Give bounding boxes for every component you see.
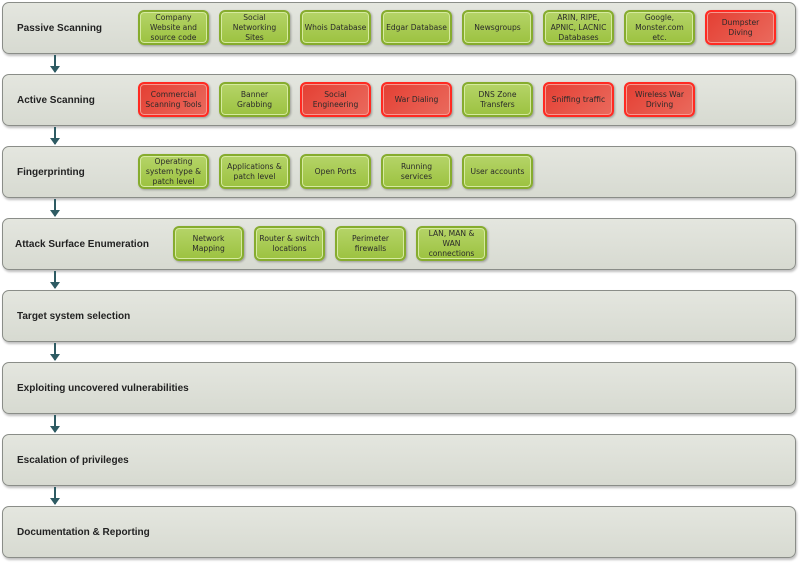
technique-company-website-and-source-code: Company Website and source code — [138, 10, 209, 45]
flow-arrow-icon — [50, 127, 60, 145]
flow-arrow-icon — [50, 199, 60, 217]
technique-social-engineering: Social Engineering — [300, 82, 371, 117]
technique-dns-zone-transfers: DNS Zone Transfers — [462, 82, 533, 117]
phase-escalation-of-privileges: Escalation of privileges — [2, 434, 796, 486]
technique-social-networking-sites: Social Networking Sites — [219, 10, 290, 45]
flow-arrow-icon — [50, 271, 60, 289]
technique-arin-ripe-apnic-lacnic-databases: ARIN, RIPE, APNIC, LACNIC Databases — [543, 10, 614, 45]
phase-attack-surface-enumeration: Attack Surface Enumeration Network Mappin… — [2, 218, 796, 270]
technique-commercial-scanning-tools: Commercial Scanning Tools — [138, 82, 209, 117]
phase-documentation-reporting: Documentation & Reporting — [2, 506, 796, 558]
flow-arrow-icon — [50, 415, 60, 433]
technique-sniffing-traffic: Sniffing traffic — [543, 82, 614, 117]
technique-banner-grabbing: Banner Grabbing — [219, 82, 290, 117]
phase-title: Passive Scanning — [17, 22, 103, 34]
technique-lan-man-wan-connections: LAN, MAN & WAN connections — [416, 226, 487, 261]
technique-router-switch-locations: Router & switch locations — [254, 226, 325, 261]
phase-title: Escalation of privileges — [17, 454, 129, 466]
technique-whois-database: Whois Database — [300, 10, 371, 45]
flow-arrow-icon — [50, 343, 60, 361]
technique-dumpster-diving: Dumpster Diving — [705, 10, 776, 45]
phase-title: Target system selection — [17, 310, 131, 322]
phase-title: Fingerprinting — [17, 166, 85, 178]
phase-title: Attack Surface Enumeration — [15, 238, 149, 250]
phase-title: Exploiting uncovered vulnerabilities — [17, 382, 189, 394]
phase-target-system-selection: Target system selection — [2, 290, 796, 342]
technique-perimeter-firewalls: Perimeter firewalls — [335, 226, 406, 261]
phase-passive-scanning: Passive Scanning Company Website and sour… — [2, 2, 796, 54]
technique-applications-patch-level: Applications & patch level — [219, 154, 290, 189]
technique-running-services: Running services — [381, 154, 452, 189]
flow-arrow-icon — [50, 55, 60, 73]
phase-fingerprinting: Fingerprinting Operating system type & pa… — [2, 146, 796, 198]
phase-exploiting-uncovered-vulnerabilities: Exploiting uncovered vulnerabilities — [2, 362, 796, 414]
phase-title: Active Scanning — [17, 94, 95, 106]
phase-active-scanning: Active Scanning Commercial Scanning Tools… — [2, 74, 796, 126]
technique-user-accounts: User accounts — [462, 154, 533, 189]
technique-operating-system-type-patch-level: Operating system type & patch level — [138, 154, 209, 189]
technique-google-monster-com-etc: Google, Monster.com etc. — [624, 10, 695, 45]
technique-war-dialing: War Dialing — [381, 82, 452, 117]
technique-newsgroups: Newsgroups — [462, 10, 533, 45]
technique-open-ports: Open Ports — [300, 154, 371, 189]
technique-wireless-war-driving: Wireless War Driving — [624, 82, 695, 117]
phase-title: Documentation & Reporting — [17, 526, 150, 538]
technique-edgar-database: Edgar Database — [381, 10, 452, 45]
flow-arrow-icon — [50, 487, 60, 505]
technique-network-mapping: Network Mapping — [173, 226, 244, 261]
